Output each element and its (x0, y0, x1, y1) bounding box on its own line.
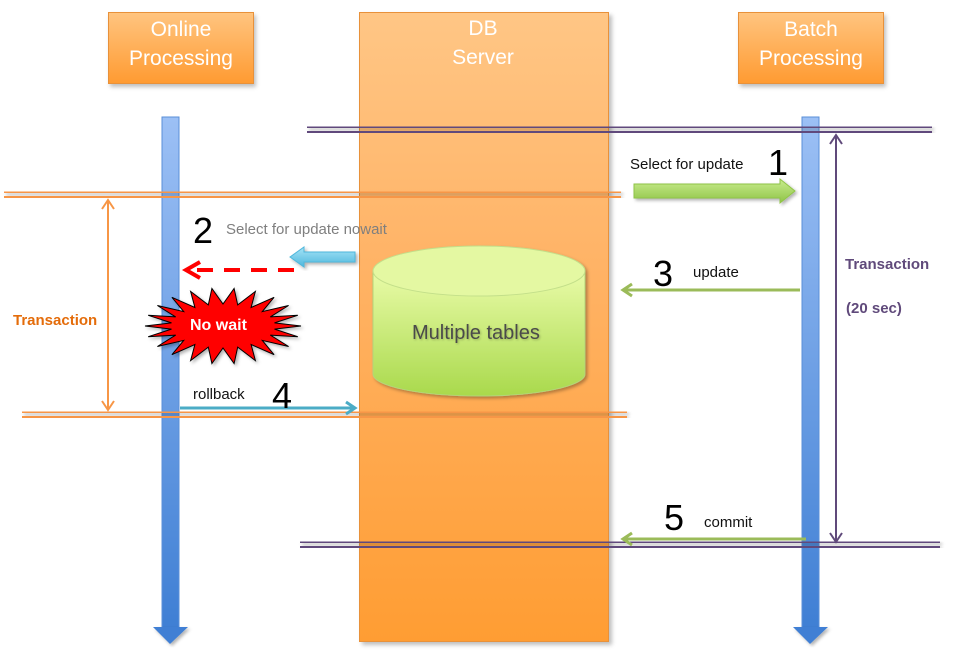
step-4-number: 4 (272, 375, 293, 416)
online-transaction-span-arrow (101, 198, 115, 412)
step-5-label: commit (704, 514, 753, 531)
online-title-line2: Processing (129, 47, 233, 70)
step-2-number: 2 (193, 210, 214, 251)
step-2-label: Select for update nowait (226, 221, 387, 238)
batch-processing-header: Batch Processing (738, 12, 884, 84)
batch-transaction-span-arrow (829, 133, 843, 544)
online-transaction-end-line (22, 411, 627, 418)
step-3-number: 3 (653, 253, 674, 294)
step-1-label: Select for update (630, 156, 744, 173)
step-2-arrow (289, 246, 356, 268)
step-2-dashed-arrow (181, 260, 294, 280)
step-3-arrow (620, 282, 800, 298)
database-cylinder (372, 245, 586, 397)
step-1-arrow (633, 177, 796, 205)
step-5-arrow (620, 531, 806, 547)
online-transaction-label: Transaction (13, 312, 98, 329)
online-lifeline (153, 116, 188, 644)
step-1-number: 1 (768, 142, 789, 183)
batch-transaction-end-line (300, 541, 940, 548)
online-title-line1: Online (150, 18, 212, 41)
step-4-arrow (180, 400, 358, 416)
no-wait-starburst (144, 287, 302, 365)
online-processing-header: Online Processing (108, 12, 254, 84)
batch-transaction-start-line (307, 126, 932, 133)
db-server-title-line1: DB (468, 17, 498, 40)
online-transaction-start-line (4, 191, 621, 198)
db-server-title: DB Server (359, 14, 607, 72)
step-3-label: update (693, 264, 739, 281)
batch-title-line2: Processing (759, 47, 863, 70)
database-label: Multiple tables (412, 322, 540, 344)
db-server-title-line2: Server (452, 46, 514, 69)
no-wait-label: No wait (190, 317, 247, 334)
batch-title-line1: Batch (784, 18, 838, 41)
step-4-label: rollback (193, 386, 245, 403)
step-5-number: 5 (664, 497, 685, 538)
batch-lifeline (793, 116, 828, 644)
batch-transaction-duration: (20 sec) (846, 300, 902, 317)
batch-transaction-label: Transaction (845, 256, 930, 273)
